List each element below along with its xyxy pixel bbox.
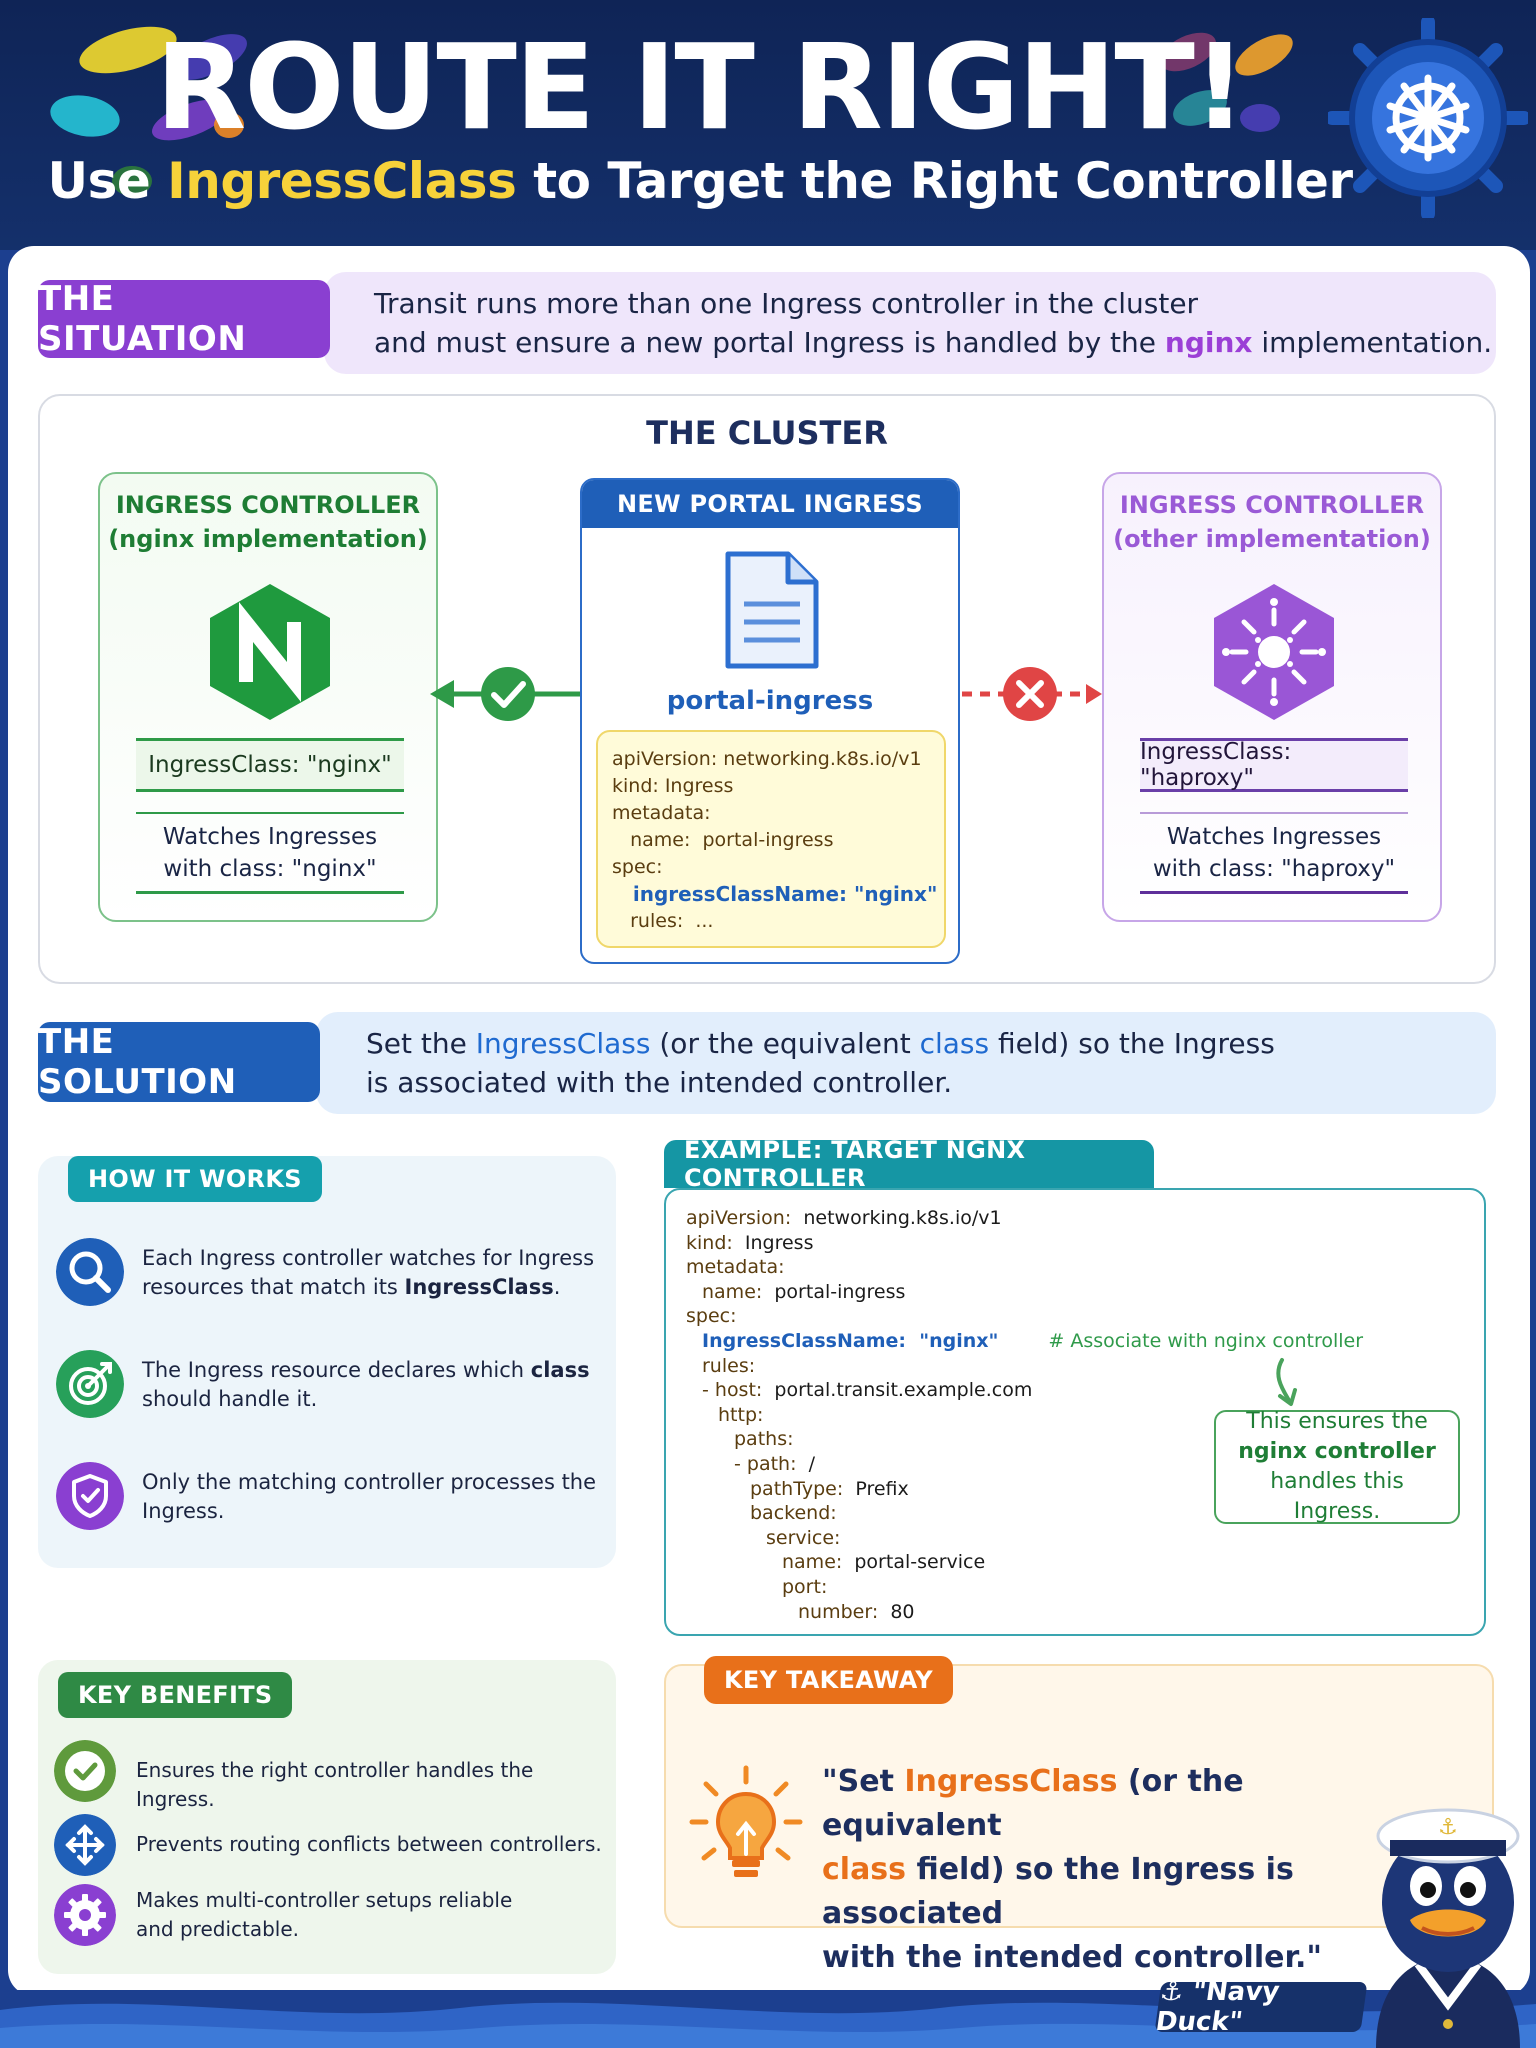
how-it-works-panel: HOW IT WORKS Each Ingress controller wat… (38, 1156, 616, 1568)
code-line: - host: portal.transit.example.com (702, 1379, 1033, 1402)
other-controller-card: INGRESS CONTROLLER (other implementation… (1102, 472, 1442, 922)
solution-line-1: Set the IngressClass (or the equivalent … (366, 1027, 1275, 1060)
example-label: EXAMPLE: TARGET NGNX CONTROLLER (664, 1136, 1154, 1192)
situation-line-1: Transit runs more than one Ingress contr… (374, 287, 1199, 320)
gear-icon (54, 1884, 116, 1946)
lightbulb-icon (689, 1765, 803, 1877)
code-line: port: (782, 1575, 828, 1598)
key-takeaway-panel: KEY TAKEAWAY "Set IngressClass (or the e… (664, 1656, 1494, 1975)
document-icon (725, 551, 819, 669)
key-takeaway-label: KEY TAKEAWAY (704, 1656, 953, 1704)
benefit-item: Makes multi-controller setups reliable a… (54, 1884, 614, 1946)
takeaway-quote: "Set IngressClass (or the equivalent cla… (822, 1764, 1323, 1975)
how-step: Each Ingress controller watches for Ingr… (56, 1238, 606, 1308)
checkmark-icon (54, 1740, 116, 1802)
code-line: name: portal-ingress (702, 1280, 906, 1303)
code-line: backend: (750, 1502, 837, 1525)
accept-arrow (430, 667, 584, 721)
code-line: service: (766, 1526, 841, 1549)
paint-splash-decoration (214, 112, 244, 138)
how-it-works-label: HOW IT WORKS (68, 1156, 322, 1202)
ship-wheel-icon (1328, 18, 1528, 218)
x-icon (1016, 680, 1044, 708)
how-step: Only the matching controller processes t… (56, 1462, 606, 1532)
key-benefits-panel: KEY BENEFITS Ensures the right controlle… (38, 1660, 616, 1974)
benefit-item: Prevents routing conflicts between contr… (54, 1814, 614, 1876)
code-line: http: (718, 1403, 764, 1426)
paint-splash-decoration (112, 166, 152, 196)
how-step: The Ingress resource declares which clas… (56, 1350, 606, 1420)
portal-heading: NEW PORTAL INGRESS (582, 480, 958, 528)
step-text: Each Ingress controller watches for Ingr… (142, 1246, 595, 1299)
page-subtitle: Use IngressClass to Target the Right Con… (47, 152, 1353, 210)
portal-ingress-card: NEW PORTAL INGRESS portal-ingress apiVer… (580, 478, 960, 964)
portal-yaml: apiVersion: networking.k8s.io/v1 kind: I… (596, 730, 946, 948)
benefit-text: Makes multi-controller setups reliable a… (136, 1888, 513, 1941)
paint-splash-decoration (1240, 104, 1280, 132)
duck-mascot-icon: ⚓ (1376, 1808, 1520, 2048)
controller-gear-icon (1214, 584, 1334, 720)
reject-arrow (962, 667, 1102, 721)
benefit-text: Ensures the right controller handles the… (136, 1758, 534, 1811)
situation-line-2: and must ensure a new portal Ingress is … (374, 326, 1493, 359)
code-line: IngressClassName: "nginx"# Associate wit… (702, 1329, 1364, 1352)
code-line: paths: (734, 1428, 794, 1451)
page-title: ROUTE IT RIGHT! (155, 18, 1246, 156)
benefit-item: Ensures the right controller handles the… (54, 1740, 614, 1811)
situation-text-band: Transit runs more than one Ingress contr… (324, 272, 1496, 374)
mascot-label: ⚓ "Navy Duck" (1154, 1977, 1368, 2037)
key-benefits-label: KEY BENEFITS (58, 1672, 293, 1718)
code-line: metadata: (686, 1256, 785, 1279)
controller-heading: INGRESS CONTROLLER (nginx implementation… (108, 491, 428, 553)
target-icon (56, 1350, 124, 1418)
solution-text-band: Set the IngressClass (or the equivalent … (316, 1012, 1496, 1114)
step-text: Only the matching controller processes t… (142, 1470, 597, 1523)
code-line: spec: (686, 1305, 737, 1328)
check-icon (491, 681, 526, 708)
routing-arrows-icon (54, 1814, 116, 1876)
controller-ingressclass: IngressClass: "nginx" (136, 738, 404, 792)
svg-text:⚓: ⚓ (1438, 1815, 1458, 1840)
solution-line-2: is associated with the intended controll… (366, 1066, 953, 1099)
code-line: - path: / (734, 1452, 815, 1475)
header-banner: ROUTE IT RIGHT! Use IngressClass to Targ… (0, 0, 1536, 250)
situation-label: THE SITUATION (38, 279, 330, 359)
code-line: rules: (702, 1354, 756, 1377)
code-line: kind: Ingress (686, 1231, 814, 1254)
code-line: number: 80 (798, 1600, 915, 1623)
nginx-logo-icon (210, 584, 330, 720)
benefit-text: Prevents routing conflicts between contr… (136, 1832, 602, 1856)
shield-icon (56, 1462, 124, 1530)
code-line: pathType: Prefix (750, 1477, 909, 1500)
nginx-controller-card: INGRESS CONTROLLER (nginx implementation… (98, 472, 438, 922)
note-arrow-icon (1276, 1358, 1297, 1406)
cluster-title: THE CLUSTER (646, 414, 888, 452)
step-text: The Ingress resource declares which clas… (142, 1358, 590, 1411)
controller-heading: INGRESS CONTROLLER (other implementation… (1113, 491, 1431, 553)
controller-ingressclass: IngressClass: "haproxy" (1140, 738, 1408, 792)
search-icon (56, 1238, 124, 1306)
portal-name: portal-ingress (666, 686, 874, 716)
cluster-panel: THE CLUSTER INGRESS CONTROLLER (nginx im… (38, 394, 1496, 984)
solution-label: THE SOLUTION (38, 1022, 320, 1102)
code-line: apiVersion: networking.k8s.io/v1 (686, 1207, 1002, 1229)
code-line: name: portal-service (782, 1551, 986, 1574)
